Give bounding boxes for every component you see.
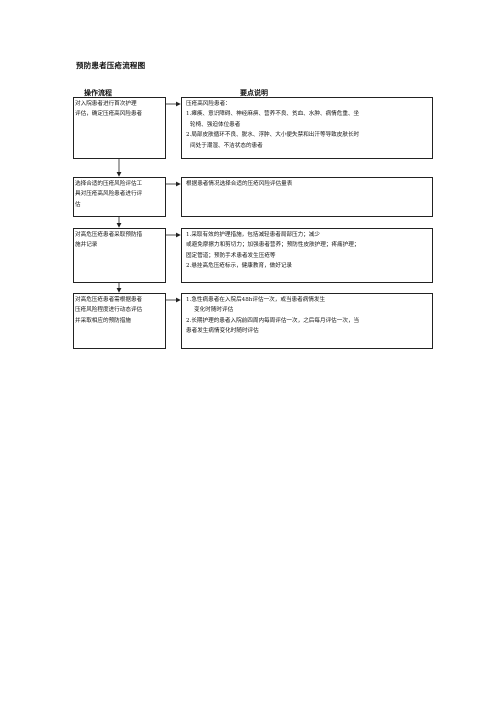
note-text-line: 变化时随时评估 xyxy=(194,307,234,314)
note-text-line: 1.采取有效的护理措施，包括减轻患者局部压力；减少 xyxy=(186,232,320,238)
flow-step-prevention-measures: 对高危压疮患者采取预防措 施并记录 xyxy=(73,228,166,283)
note-text-line: 患者发生病情变化时随时评估 xyxy=(186,328,259,335)
step-text-line: 评估，确定压疮高风险患者 xyxy=(75,111,143,118)
note-text-line: 1.瘫痪、意识障碍、神经麻痹、营养不良、贫血、水肿、病情危重、坐 xyxy=(186,111,360,118)
note-text-line: 2.悬挂高危压疮标示，健康教育，做好记录 xyxy=(186,263,293,270)
key-points-assessment-scale: 根据患者情况选择合适的压疮风险评估量表 xyxy=(181,177,433,217)
column-header-key-points: 要点说明 xyxy=(240,88,268,97)
note-text-line: 根据患者情况选择合适的压疮风险评估量表 xyxy=(186,181,293,187)
step-text-line: 对入院患者进行首次护理 xyxy=(75,101,137,107)
note-text-line: 或避免摩擦力和剪切力；加强患者营养；预防性皮肤护理；疼痛护理； xyxy=(186,242,360,249)
key-points-high-risk-patients: 压疮高风险患者： 1.瘫痪、意识障碍、神经麻痹、营养不良、贫血、水肿、病情危重、… xyxy=(181,97,433,159)
step-text-line: 具对压疮高风险患者进行评 xyxy=(75,191,143,198)
step-text-line: 压疮风险程度进行动态评估 xyxy=(75,307,143,314)
key-points-nursing-measures: 1.采取有效的护理措施，包括减轻患者局部压力；减少 或避免摩擦力和剪切力；加强患… xyxy=(181,228,433,283)
note-text-line: 2.局部皮肤循环不良、脱水、浮肿、大小便失禁和出汗等导致皮肤长时 xyxy=(186,132,360,139)
step-text-line: 并采取相应的预防措施 xyxy=(75,317,131,324)
note-text-line: 间处于潮湿、不洁状态的患者 xyxy=(190,142,263,149)
flow-step-dynamic-assessment: 对高危压疮患者需根据患者 压疮风险程度进行动态评估 并采取相应的预防措施 xyxy=(73,293,166,349)
note-text-line: 固定管道；预防手术患者发生压疮等 xyxy=(186,252,276,259)
key-points-assessment-frequency: 1.急性病患者在入院后48h评估一次，或当患者病情发生 变化时随时评估 2.长期… xyxy=(181,293,433,349)
step-text-line: 选择合适的压疮风险评估工 xyxy=(75,181,143,187)
step-text-line: 对高危压疮患者采取预防措 xyxy=(75,232,143,238)
step-text-line: 对高危压疮患者需根据患者 xyxy=(75,297,143,303)
page-title: 预防患者压疮流程图 xyxy=(76,61,146,70)
note-text-line: 1.急性病患者在入院后48h评估一次，或当患者病情发生 xyxy=(186,297,326,303)
note-text-line: 轮椅、强迫体位患者 xyxy=(190,121,241,128)
flow-step-select-assessment-tool: 选择合适的压疮风险评估工 具对压疮高风险患者进行评 估 xyxy=(73,177,166,217)
flow-step-initial-assessment: 对入院患者进行首次护理 评估，确定压疮高风险患者 xyxy=(73,97,166,159)
column-header-procedure: 操作流程 xyxy=(84,88,112,97)
note-text-line: 压疮高风险患者： xyxy=(186,101,231,107)
note-text-line: 2.长期护理的患者入院前四周内每周评估一次，之后每月评估一次，当 xyxy=(186,317,360,324)
step-text-line: 估 xyxy=(75,201,81,208)
step-text-line: 施并记录 xyxy=(75,242,98,249)
